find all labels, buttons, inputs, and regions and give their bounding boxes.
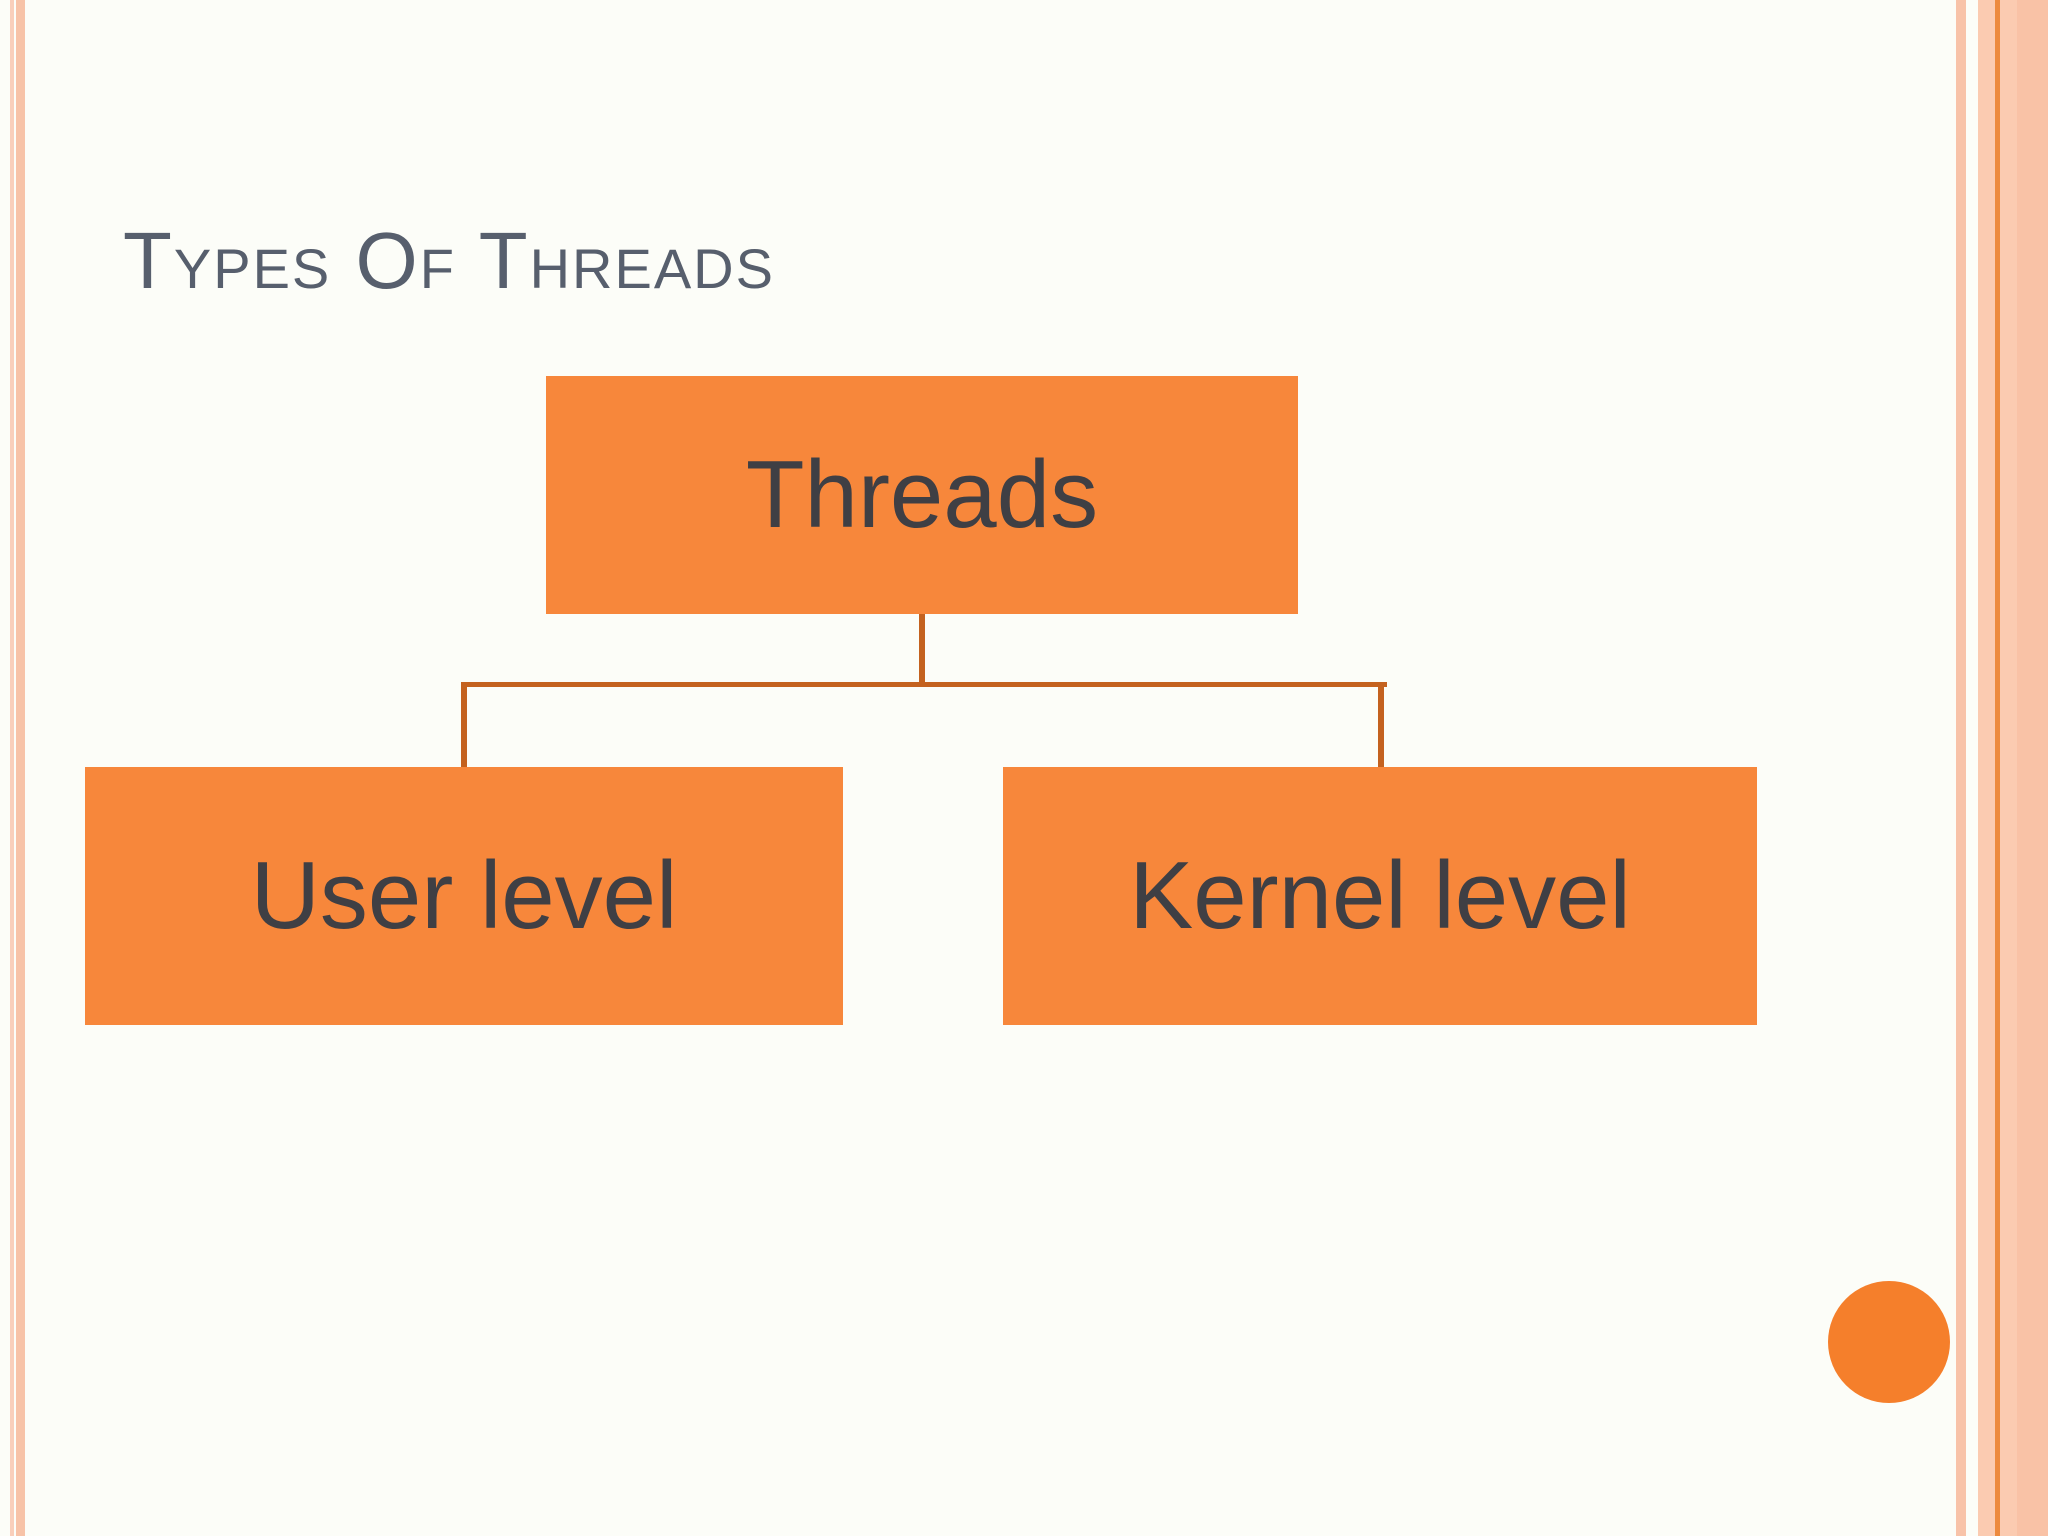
user-level-node-label: User level bbox=[250, 842, 678, 949]
org-chart-root-node-threads: Threads bbox=[546, 376, 1298, 614]
left-border-main-stripe bbox=[16, 0, 25, 1536]
connector-drop-user-level bbox=[461, 682, 467, 771]
slide-title: Types Of Threads bbox=[123, 216, 775, 305]
right-border-band bbox=[1978, 0, 2048, 1536]
root-node-label: Threads bbox=[745, 441, 1099, 548]
connector-horizontal-bar bbox=[461, 682, 1387, 687]
right-border-band-inner-shade bbox=[2017, 0, 2048, 1536]
org-chart-child-node-kernel-level: Kernel level bbox=[1003, 767, 1757, 1025]
right-border-thin-stripe bbox=[1956, 0, 1966, 1536]
page-number-circle bbox=[1828, 1281, 1950, 1403]
kernel-level-node-label: Kernel level bbox=[1129, 842, 1631, 949]
org-chart-child-node-user-level: User level bbox=[85, 767, 843, 1025]
left-border-thin-stripe bbox=[10, 0, 14, 1536]
right-border-accent-line bbox=[1995, 0, 2000, 1536]
connector-drop-kernel-level bbox=[1378, 682, 1384, 771]
connector-root-stub bbox=[919, 614, 925, 686]
